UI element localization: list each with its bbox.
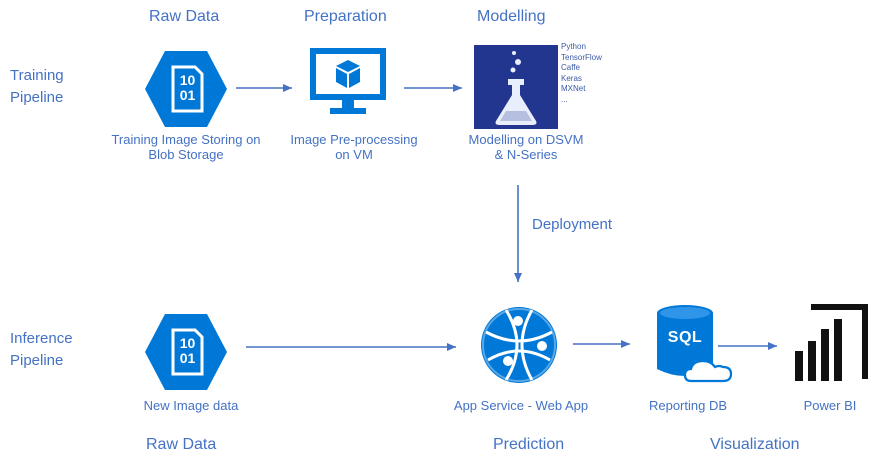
header-raw-data-bottom: Raw Data <box>146 436 217 453</box>
framework-keras: Keras <box>561 73 582 83</box>
binary-glyph: 10 01 <box>179 335 196 366</box>
framework-python: Python <box>561 42 586 51</box>
header-modelling: Modelling <box>477 8 546 25</box>
caption-training-raw: Training Image Storing on Blob Storage <box>111 132 261 162</box>
caption-web-app: App Service - Web App <box>453 398 589 413</box>
caption-power-bi: Power BI <box>803 398 857 413</box>
caption-modelling: Modelling on DSVM & N-Series <box>468 132 584 162</box>
sql-database-icon: SQL <box>655 303 739 389</box>
header-prediction: Prediction <box>493 436 565 453</box>
framework-tensorflow: TensorFlow <box>561 52 602 62</box>
caption-preparation: Image Pre-processing on VM <box>290 132 418 162</box>
framework-more: ... <box>561 94 568 104</box>
power-bi-icon <box>789 301 871 387</box>
sql-glyph: SQL <box>667 329 703 346</box>
blob-storage-icon: 10 01 <box>145 49 227 129</box>
training-pipeline-label: Training Pipeline <box>10 67 64 106</box>
framework-list: Python TensorFlow Caffe Keras MXNet ... <box>561 42 602 105</box>
caption-reporting-db: Reporting DB <box>648 398 728 413</box>
inference-pipeline-label: Inference Pipeline <box>10 330 73 369</box>
deployment-label: Deployment <box>532 216 613 233</box>
framework-mxnet: MXNet <box>561 84 586 93</box>
header-preparation: Preparation <box>304 8 387 25</box>
blob-storage-icon: 10 01 <box>145 312 227 392</box>
app-service-icon <box>476 302 562 388</box>
header-raw-data-top: Raw Data <box>149 8 220 25</box>
caption-inference-raw: New Image data <box>143 398 239 413</box>
virtual-machine-icon <box>308 46 388 118</box>
header-visualization: Visualization <box>710 436 800 453</box>
framework-caffe: Caffe <box>561 63 580 72</box>
data-science-vm-icon <box>474 45 558 129</box>
binary-glyph: 10 01 <box>179 72 196 103</box>
